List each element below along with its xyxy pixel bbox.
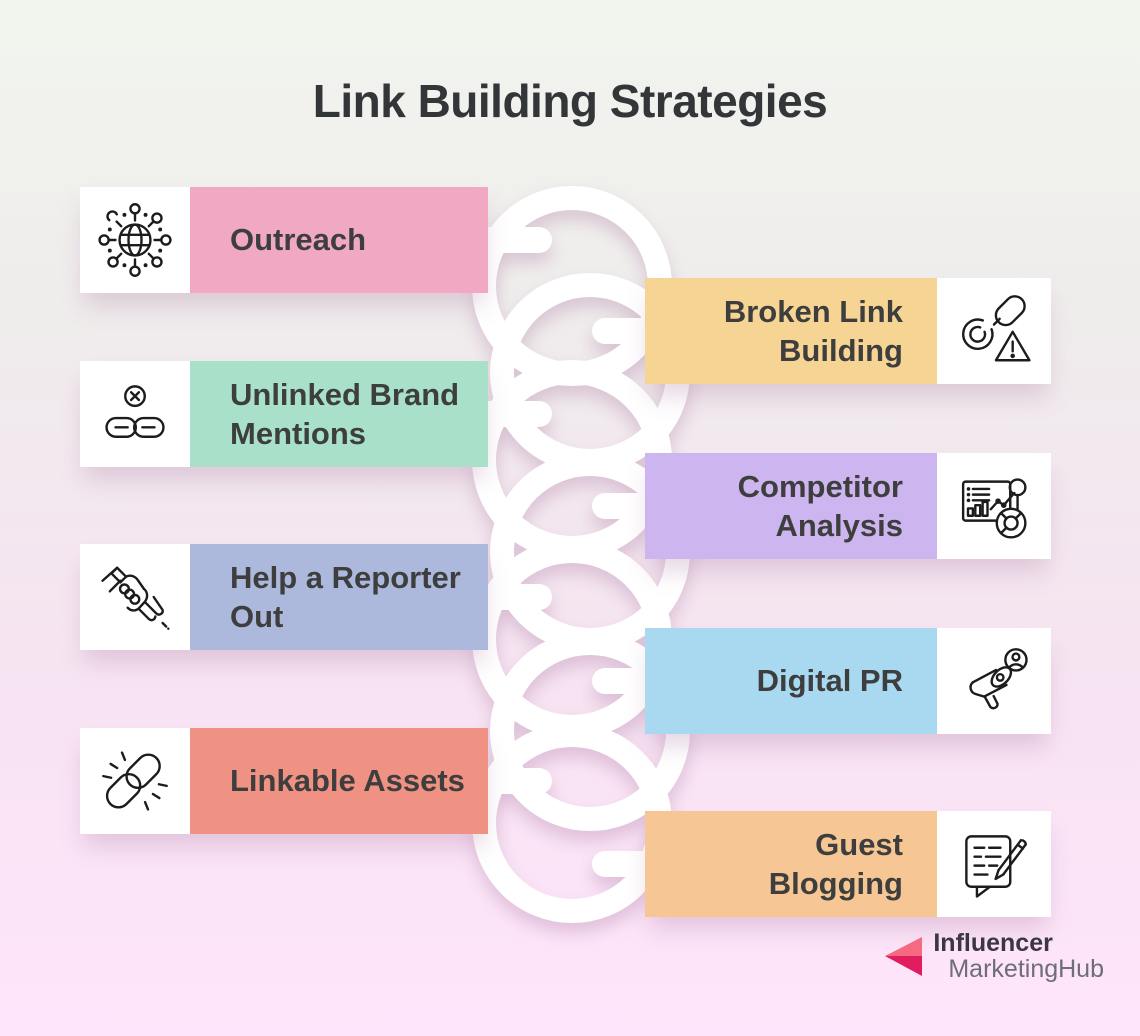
strategy-row-digital-pr: Digital PR	[645, 628, 1051, 734]
strategy-label: Unlinked Brand Mentions	[230, 376, 460, 451]
icon-box	[937, 278, 1051, 384]
strategy-row-guest-blogging: Guest Blogging	[645, 811, 1051, 917]
icon-box	[937, 453, 1051, 559]
strategy-bar: Linkable Assets	[190, 728, 488, 834]
icon-box	[80, 361, 190, 467]
helping-hands-icon	[96, 558, 174, 636]
strategy-label: Competitor Analysis	[737, 468, 903, 543]
strategy-label: Help a Reporter Out	[230, 559, 461, 634]
logo-text-influencer: Influencer	[933, 929, 1053, 957]
icon-box	[80, 544, 190, 650]
strategy-label: Linkable Assets	[230, 763, 465, 799]
chain-link-sparkle-icon	[96, 742, 174, 820]
blog-writing-icon	[955, 825, 1033, 903]
strategy-bar: Guest Blogging	[645, 811, 937, 917]
icon-box	[937, 628, 1051, 734]
influencer-marketing-hub-logo: Influencer MarketingHub	[883, 930, 1104, 983]
network-globe-icon	[96, 201, 174, 279]
strategy-label: Guest Blogging	[768, 826, 903, 901]
strategy-row-broken-link-building: Broken Link Building	[645, 278, 1051, 384]
broken-chain-warning-icon	[955, 292, 1033, 370]
page-title: Link Building Strategies	[312, 75, 828, 127]
strategy-bar: Outreach	[190, 187, 488, 293]
unlinked-chain-icon	[96, 375, 174, 453]
strategy-bar: Broken Link Building	[645, 278, 937, 384]
icon-box	[80, 187, 190, 293]
analytics-board-icon	[955, 467, 1033, 545]
strategy-bar: Help a Reporter Out	[190, 544, 488, 650]
logo-arrow-icon	[885, 937, 923, 977]
strategy-label: Broken Link Building	[723, 293, 903, 368]
icon-box	[937, 811, 1051, 917]
strategy-label: Digital PR	[756, 663, 903, 699]
icon-box	[80, 728, 190, 834]
strategy-row-linkable-assets: Linkable Assets	[80, 728, 488, 834]
strategy-row-unlinked-brand-mentions: Unlinked Brand Mentions	[80, 361, 488, 467]
strategy-row-outreach: Outreach	[80, 187, 488, 293]
strategy-row-competitor-analysis: Competitor Analysis	[645, 453, 1051, 559]
strategy-label: Outreach	[230, 222, 367, 258]
strategy-bar: Digital PR	[645, 628, 937, 734]
megaphone-user-icon	[955, 642, 1033, 720]
strategy-bar: Unlinked Brand Mentions	[190, 361, 488, 467]
strategy-bar: Competitor Analysis	[645, 453, 937, 559]
strategy-row-help-a-reporter-out: Help a Reporter Out	[80, 544, 488, 650]
logo-text-marketinghub: MarketingHub	[948, 955, 1104, 984]
